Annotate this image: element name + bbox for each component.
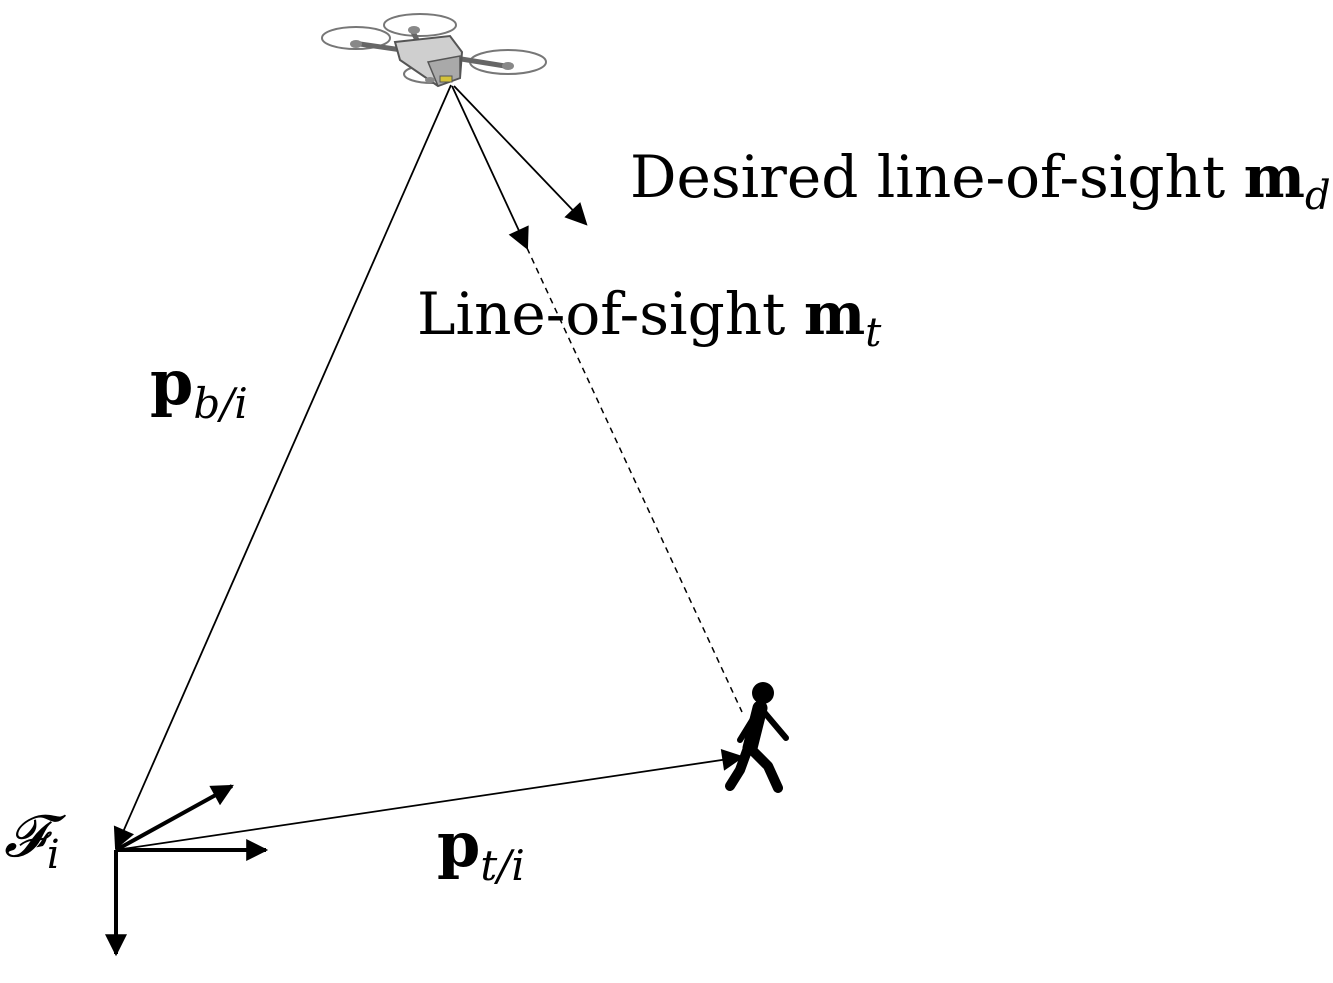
drone-icon (321, 13, 547, 88)
desired-los-md-arrow (453, 85, 588, 226)
walking-person-icon (725, 682, 789, 793)
desired-los-label: Desired line-of-sight md (630, 143, 1331, 219)
los-dashed-extension (526, 247, 743, 713)
frame-label: 𝓕i (4, 802, 67, 878)
p-b-i-vector (113, 84, 452, 851)
los-mt-arrow (451, 85, 529, 250)
p-t-i-label: pt/i (437, 808, 525, 890)
los-label: Line-of-sight mt (417, 280, 882, 356)
p-b-i-label: pb/i (150, 346, 248, 428)
inertial-frame-axes (105, 784, 269, 957)
p-t-i-vector (115, 749, 745, 851)
